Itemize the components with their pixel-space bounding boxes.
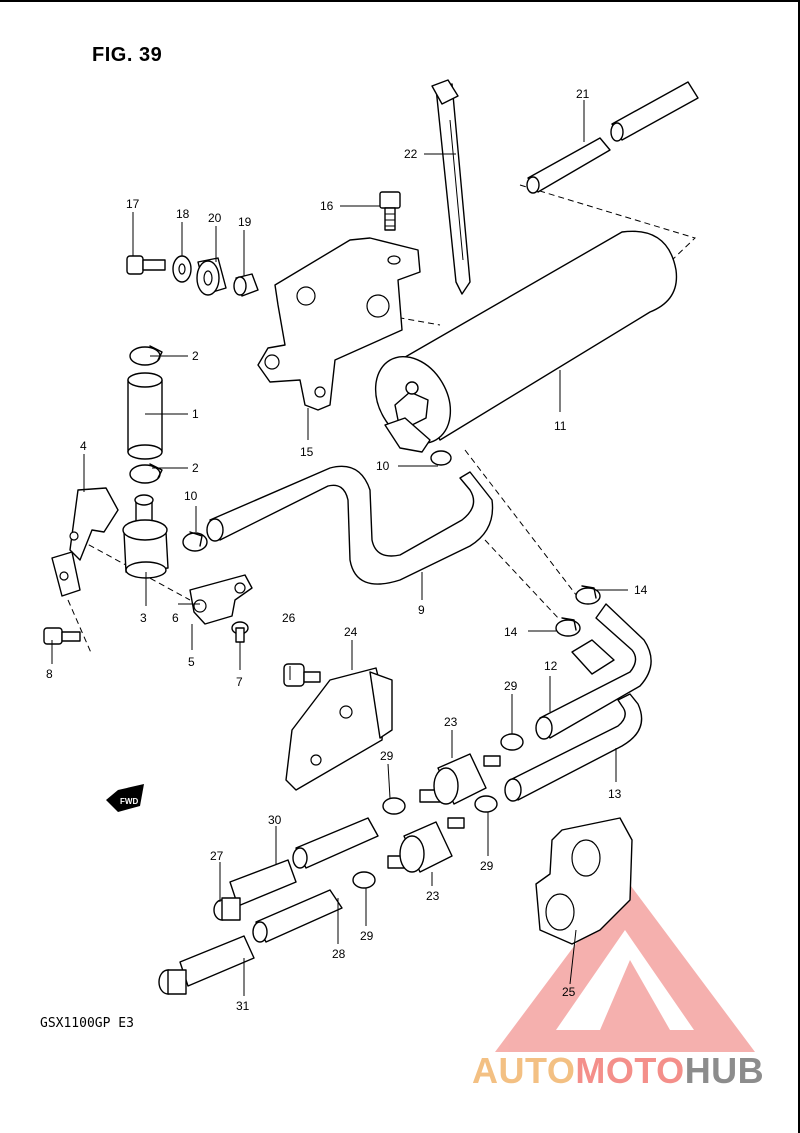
clamp-part-29-a [500, 733, 524, 751]
mount-part-25 [535, 817, 633, 945]
cable-tie-part-22 [431, 79, 471, 295]
callout-9: 9 [418, 603, 425, 617]
watermark-text: AUTOMOTOHUB [472, 1050, 764, 1092]
hose-part-12 [535, 603, 652, 740]
clamp-part-14-lower [555, 617, 581, 637]
callout-2-bottom: 2 [192, 461, 199, 475]
callout-18: 18 [176, 207, 190, 221]
assembly-line-bolt-8 [67, 599, 93, 656]
clamp-part-14-upper [575, 585, 601, 605]
callout-29-c: 29 [480, 859, 494, 873]
callout-24: 24 [344, 625, 358, 639]
washer-part-18 [172, 255, 192, 283]
canister-part-11 [374, 230, 678, 466]
assembly-line-canister-top [519, 184, 696, 263]
bracket-part-4 [69, 487, 119, 561]
clamp-part-29-d [352, 871, 376, 889]
bracket-part-6 [189, 574, 253, 625]
callout-23-lower: 23 [426, 889, 440, 903]
callout-29-d: 29 [360, 929, 374, 943]
clamp-part-2-bottom [129, 463, 163, 484]
hose-part-30 [292, 817, 379, 869]
clamp-part-29-b [382, 797, 406, 815]
leader-lines [51, 100, 628, 996]
figure-title: FIG. 39 [92, 44, 163, 66]
joint-part-27 [213, 859, 297, 921]
callout-10-left: 10 [184, 489, 198, 503]
callout-14-left: 14 [504, 625, 518, 639]
callout-12: 12 [544, 659, 558, 673]
assembly-line-clamp-14 [484, 539, 561, 621]
callout-3: 3 [140, 611, 147, 625]
hose-part-21 [526, 81, 699, 194]
clamp-part-10-left [182, 531, 208, 552]
hose-part-9 [206, 465, 494, 585]
watermark-logo [495, 878, 755, 1052]
callout-21: 21 [576, 87, 590, 101]
callout-19: 19 [238, 215, 252, 229]
callout-10-right: 10 [376, 459, 390, 473]
callout-1: 1 [192, 407, 199, 421]
screw-part-7 [231, 621, 249, 643]
callout-8: 8 [46, 667, 53, 681]
callout-27: 27 [210, 849, 224, 863]
watermark-text-hub: HUB [684, 1050, 765, 1091]
bracket-part-15 [257, 237, 421, 411]
bolt-part-26 [283, 663, 321, 687]
callout-4: 4 [80, 439, 87, 453]
bolt-part-8 [43, 627, 81, 645]
callout-5: 5 [188, 655, 195, 669]
callout-22: 22 [404, 147, 418, 161]
fwd-label: FWD [120, 797, 138, 806]
hose-part-13 [504, 693, 643, 802]
callout-26: 26 [282, 611, 296, 625]
watermark-text-moto: MOTO [575, 1050, 685, 1091]
callout-23-upper: 23 [444, 715, 458, 729]
callout-28: 28 [332, 947, 346, 961]
callout-17: 17 [126, 197, 140, 211]
bolt-part-16 [379, 191, 401, 231]
callout-11: 11 [554, 419, 567, 433]
filter-part-23-lower [387, 817, 465, 873]
forward-direction-arrow: FWD [106, 784, 144, 812]
callout-6: 6 [172, 611, 179, 625]
clamp-part-2-top [129, 345, 163, 366]
callout-25: 25 [562, 985, 576, 999]
callout-16: 16 [320, 199, 334, 213]
filter-part-23-upper [419, 753, 501, 805]
grommet-part-20 [196, 257, 227, 296]
callout-7: 7 [236, 675, 243, 689]
callout-30: 30 [268, 813, 282, 827]
callout-numbers: 1 2 2 3 4 5 6 7 8 9 10 10 11 12 13 14 14… [46, 87, 648, 1013]
frame-top-edge [0, 0, 800, 2]
hose-part-1 [127, 372, 163, 460]
callout-15: 15 [300, 445, 314, 459]
plate-part-4-lower [51, 551, 81, 597]
joint-part-31 [158, 935, 255, 995]
bracket-part-24 [285, 667, 393, 791]
watermark-text-auto: AUTO [472, 1050, 576, 1091]
assembly-line-hose-9 [464, 449, 581, 601]
callout-2-top: 2 [192, 349, 199, 363]
bolt-part-17 [126, 255, 166, 275]
clamp-part-29-c [474, 795, 498, 813]
callout-31: 31 [236, 999, 250, 1013]
hose-part-28 [252, 889, 343, 943]
valve-part-3 [122, 494, 169, 579]
callout-14-right: 14 [634, 583, 648, 597]
model-code: GSX1100GP E3 [40, 1016, 134, 1031]
callout-29-b: 29 [380, 749, 394, 763]
callout-20: 20 [208, 211, 222, 225]
collar-part-19 [233, 273, 259, 297]
frame-right-edge [798, 0, 800, 1133]
callout-29-a: 29 [504, 679, 518, 693]
callout-13: 13 [608, 787, 622, 801]
